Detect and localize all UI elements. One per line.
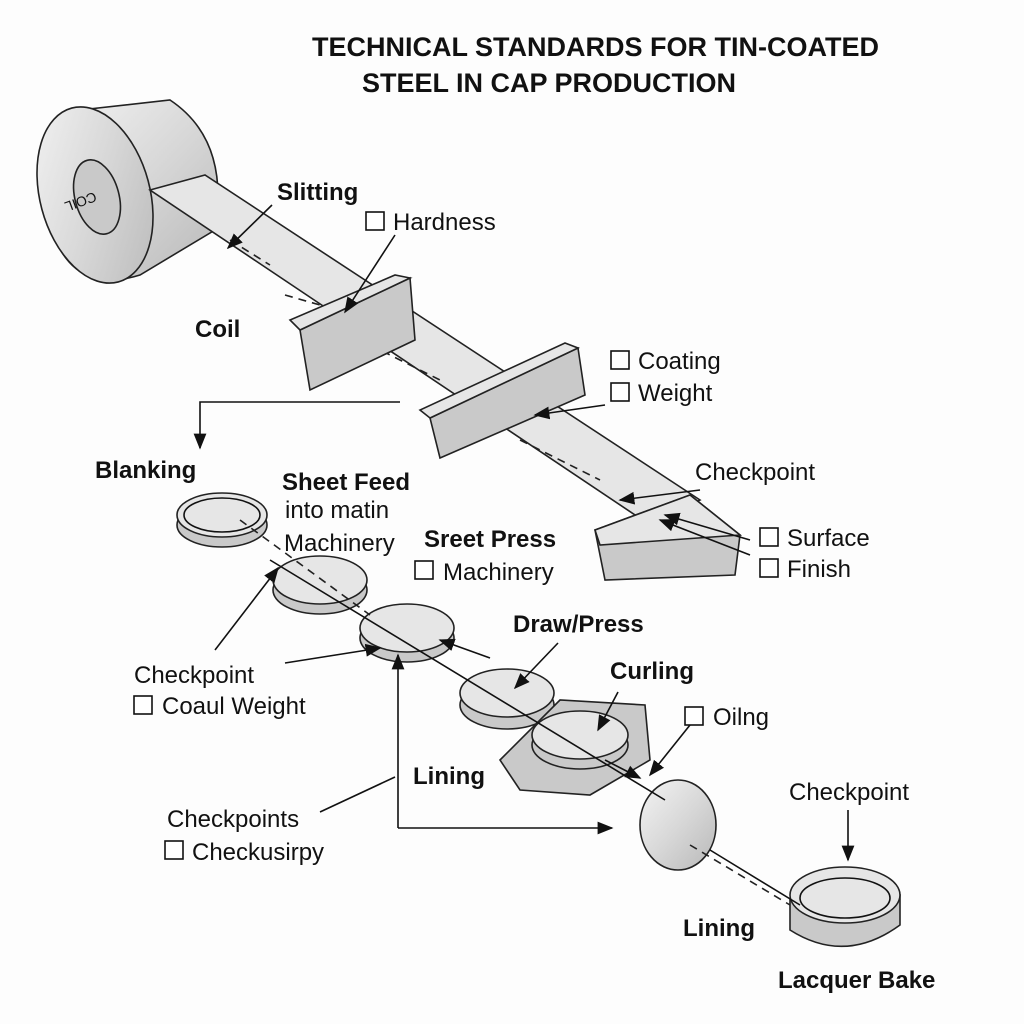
checkbox-coating[interactable] bbox=[610, 350, 630, 370]
label-coil: Coil bbox=[195, 316, 240, 343]
label-lining-mid: Lining bbox=[413, 763, 485, 790]
label-machinery: Machinery bbox=[443, 559, 554, 586]
label-oiling: Oilng bbox=[713, 704, 769, 731]
label-coaul-weight: Coaul Weight bbox=[162, 693, 306, 720]
blank-ring bbox=[176, 492, 268, 548]
label-coating: Coating bbox=[638, 348, 721, 375]
label-sheet-feed: Sheet Feed bbox=[282, 469, 410, 496]
checkbox-weight[interactable] bbox=[610, 382, 630, 402]
checkbox-surface[interactable] bbox=[759, 527, 779, 547]
checkbox-checkusirpy[interactable] bbox=[164, 840, 184, 860]
sheet-disc bbox=[272, 555, 368, 615]
lining-cap bbox=[639, 779, 717, 871]
checkbox-oiling[interactable] bbox=[684, 706, 704, 726]
label-finish: Finish bbox=[787, 556, 851, 583]
label-lacquer-bake: Lacquer Bake bbox=[778, 967, 935, 994]
title-line-1: TECHNICAL STANDARDS FOR TIN-COATED bbox=[312, 32, 879, 62]
label-checkpoint-top: Checkpoint bbox=[695, 459, 815, 486]
label-hardness: Hardness bbox=[393, 209, 496, 236]
label-checkusirpy: Checkusirpy bbox=[192, 839, 324, 866]
finished-cap bbox=[789, 866, 901, 948]
label-surface: Surface bbox=[787, 525, 870, 552]
label-checkpoint-right: Checkpoint bbox=[789, 779, 909, 806]
label-checkpoint-left: Checkpoint bbox=[134, 662, 254, 689]
press-disc bbox=[359, 603, 455, 663]
coil-drum: COIL bbox=[36, 99, 219, 284]
label-curling: Curling bbox=[610, 658, 694, 685]
label-sheet-feed-2: into matin bbox=[285, 497, 389, 524]
checkbox-coaul-weight[interactable] bbox=[133, 695, 153, 715]
checkbox-hardness[interactable] bbox=[365, 211, 385, 231]
label-draw-press: Draw/Press bbox=[513, 611, 644, 638]
checkbox-machinery[interactable] bbox=[414, 560, 434, 580]
coating-press-block bbox=[418, 342, 586, 460]
label-sheet-feed-3: Machinery bbox=[284, 530, 395, 557]
draw-disc bbox=[459, 668, 555, 730]
label-slitting: Slitting bbox=[277, 179, 358, 206]
label-blanking: Blanking bbox=[95, 457, 196, 484]
surface-check-block bbox=[593, 494, 743, 581]
checkbox-finish[interactable] bbox=[759, 558, 779, 578]
label-checkpoints: Checkpoints bbox=[167, 806, 299, 833]
label-weight: Weight bbox=[638, 380, 713, 407]
label-lining-bottom: Lining bbox=[683, 915, 755, 942]
title-line-2: STEEL IN CAP PRODUCTION bbox=[362, 68, 736, 98]
label-sreet-press: Sreet Press bbox=[424, 526, 556, 553]
